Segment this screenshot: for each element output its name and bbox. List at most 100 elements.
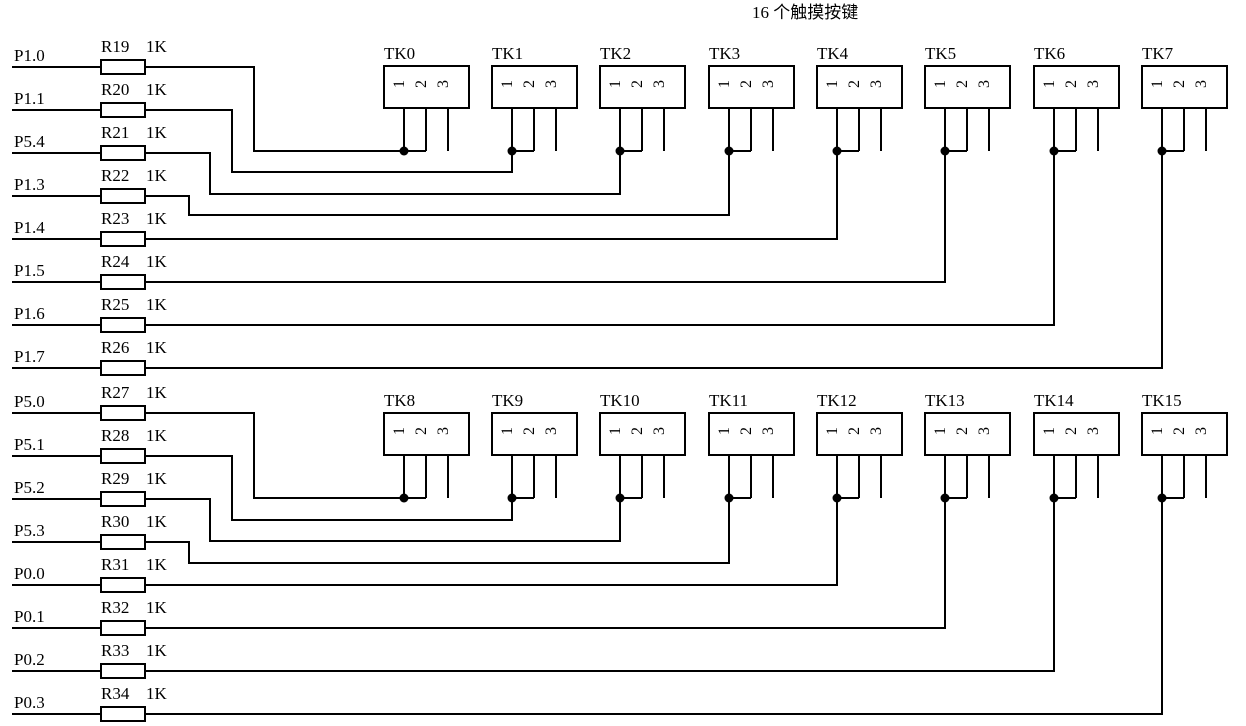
touch-key-box	[1141, 65, 1228, 109]
pin-number: 2	[629, 427, 646, 435]
resistor-symbol	[100, 663, 146, 679]
resistor-value: 1K	[146, 383, 168, 402]
resistor-value: 1K	[146, 80, 168, 99]
pin-number: 1	[824, 80, 841, 88]
port-label: P0.0	[14, 564, 45, 583]
pin-number: 2	[1171, 427, 1188, 435]
pin-number: 3	[651, 427, 668, 435]
pin-number: 1	[607, 80, 624, 88]
touch-key-label: TK13	[925, 391, 965, 410]
pin-number: 3	[1193, 80, 1210, 88]
touch-key-box	[491, 412, 578, 456]
pin-number: 1	[499, 427, 516, 435]
pin-number: 1	[1041, 427, 1058, 435]
pin-number: 2	[413, 80, 430, 88]
resistor-symbol	[100, 491, 146, 507]
touch-key-label: TK9	[492, 391, 523, 410]
touch-key-box	[1033, 65, 1120, 109]
port-label: P1.3	[14, 175, 45, 194]
pin-number: 1	[499, 80, 516, 88]
resistor-value: 1K	[146, 209, 168, 228]
resistor-value: 1K	[146, 426, 168, 445]
pin-number: 1	[1041, 80, 1058, 88]
resistor-symbol	[100, 405, 146, 421]
port-label: P1.0	[14, 46, 45, 65]
port-label: P0.3	[14, 693, 45, 712]
net-trace	[145, 498, 838, 586]
resistor-symbol	[100, 317, 146, 333]
pin-number: 2	[629, 80, 646, 88]
touch-key-box	[708, 65, 795, 109]
port-label: P5.2	[14, 478, 45, 497]
port-label: P5.0	[14, 392, 45, 411]
resistor-symbol	[100, 102, 146, 118]
pin-number: 1	[932, 80, 949, 88]
resistor-symbol	[100, 620, 146, 636]
touch-key-label: TK2	[600, 44, 631, 63]
net-trace	[145, 151, 946, 283]
net-trace	[145, 498, 621, 542]
resistor-ref: R21	[101, 123, 129, 142]
port-label: P1.1	[14, 89, 45, 108]
port-label: P1.7	[14, 347, 45, 366]
touch-key-label: TK3	[709, 44, 740, 63]
resistor-symbol	[100, 274, 146, 290]
touch-key-box	[1141, 412, 1228, 456]
pin-number: 3	[976, 427, 993, 435]
port-label: P0.1	[14, 607, 45, 626]
pin-number: 1	[716, 427, 733, 435]
net-trace	[145, 151, 1055, 326]
pin-number: 3	[760, 80, 777, 88]
pin-number: 1	[391, 80, 408, 88]
resistor-symbol	[100, 448, 146, 464]
resistor-ref: R22	[101, 166, 129, 185]
resistor-ref: R27	[101, 383, 130, 402]
resistor-value: 1K	[146, 684, 168, 703]
diagram-title: 16 个触摸按键	[752, 3, 858, 22]
resistor-value: 1K	[146, 37, 168, 56]
port-label: P1.6	[14, 304, 45, 323]
pin-number: 1	[716, 80, 733, 88]
resistor-value: 1K	[146, 469, 168, 488]
pin-number: 3	[976, 80, 993, 88]
pin-number: 2	[954, 80, 971, 88]
net-trace	[145, 151, 1163, 369]
net-trace	[145, 66, 404, 152]
pin-number: 3	[1085, 427, 1102, 435]
port-label: P0.2	[14, 650, 45, 669]
pin-number: 2	[413, 427, 430, 435]
net-trace	[145, 498, 730, 564]
port-label: P5.3	[14, 521, 45, 540]
resistor-ref: R25	[101, 295, 129, 314]
pin-number: 1	[1149, 80, 1166, 88]
resistor-value: 1K	[146, 252, 168, 271]
touch-key-label: TK4	[817, 44, 849, 63]
pin-number: 2	[738, 80, 755, 88]
pin-number: 3	[435, 427, 452, 435]
touch-key-label: TK14	[1034, 391, 1074, 410]
resistor-ref: R28	[101, 426, 129, 445]
resistor-ref: R29	[101, 469, 129, 488]
resistor-symbol	[100, 534, 146, 550]
touch-key-label: TK7	[1142, 44, 1174, 63]
pin-number: 2	[738, 427, 755, 435]
resistor-value: 1K	[146, 598, 168, 617]
touch-key-label: TK1	[492, 44, 523, 63]
net-trace	[145, 151, 621, 195]
net-trace	[145, 455, 513, 521]
resistor-ref: R30	[101, 512, 129, 531]
pin-number: 1	[391, 427, 408, 435]
pin-number: 3	[868, 80, 885, 88]
resistor-ref: R20	[101, 80, 129, 99]
resistor-ref: R23	[101, 209, 129, 228]
resistor-ref: R32	[101, 598, 129, 617]
resistor-symbol	[100, 188, 146, 204]
resistor-ref: R19	[101, 37, 129, 56]
resistor-value: 1K	[146, 295, 168, 314]
pin-number: 3	[651, 80, 668, 88]
pin-number: 2	[1063, 80, 1080, 88]
net-trace	[145, 109, 513, 173]
touch-key-box	[599, 65, 686, 109]
pin-number: 1	[1149, 427, 1166, 435]
